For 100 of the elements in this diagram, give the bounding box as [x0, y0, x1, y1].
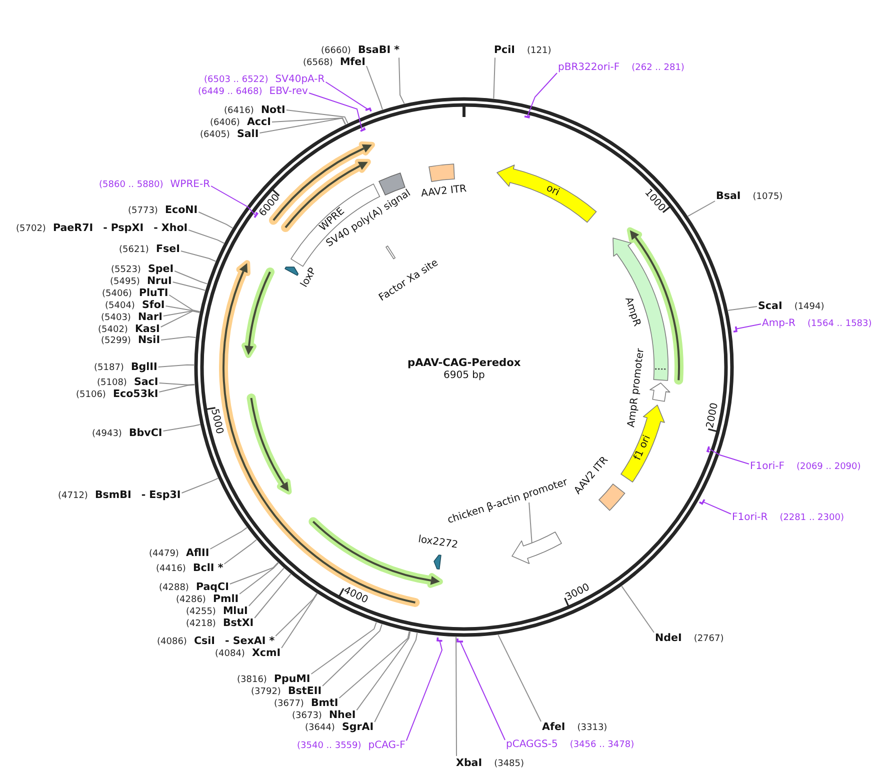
enzyme-name: SpeI [148, 262, 174, 275]
leader-line [210, 186, 256, 216]
primer-position: (3456 .. 3478) [570, 739, 634, 751]
feature-label: AmpR [622, 296, 643, 328]
cut-site-position: (6660) [321, 45, 351, 57]
cut-site-position: (3677) [274, 698, 304, 710]
cut-site-position: (3792) [251, 686, 281, 698]
cut-site-position: (121) [527, 45, 552, 58]
primer-position: (1564 .. 1583) [808, 318, 872, 330]
leader-line [254, 574, 292, 618]
scale-label: 4000 [342, 585, 370, 606]
cut-site-position: (5621) [119, 244, 149, 256]
primer-position: (262 .. 281) [632, 62, 684, 74]
enzyme-name: BmtI [310, 696, 338, 709]
leader-line [162, 424, 201, 432]
cut-site-position: (4218) [186, 618, 216, 630]
enzyme-name: AfeI [542, 720, 566, 732]
feature-band [648, 382, 670, 403]
cut-site-position: (5108) [97, 377, 127, 389]
feature-label: lox2272 [417, 534, 459, 552]
leader-line [703, 502, 732, 514]
cut-site-position: (5187) [94, 362, 124, 374]
primer-binding-mark [456, 637, 465, 644]
leader-line [526, 72, 558, 118]
leader-line [229, 562, 278, 584]
leader-line [406, 640, 443, 742]
cut-site-position: (3313) [577, 722, 608, 734]
leader-line [248, 568, 284, 606]
leader-line [310, 622, 377, 674]
primer-binding-mark [698, 498, 706, 506]
primer-position: (2281 .. 2300) [780, 512, 844, 524]
primer-name: WPRE-R [170, 179, 210, 191]
cut-site-position: (6405) [200, 128, 230, 141]
primer-binding-mark [706, 444, 711, 453]
enzyme-name: PciI [494, 44, 516, 56]
cut-site-position: (4943) [92, 428, 122, 440]
enzyme-name: PluTI [138, 286, 168, 299]
leader-line [172, 282, 206, 291]
enzyme-name: SgrAI [342, 720, 374, 733]
leader-line [160, 310, 200, 328]
primer-position: (3540 .. 3559) [297, 740, 362, 752]
feature-label: AmpR promoter [626, 348, 648, 428]
leader-line [158, 382, 196, 386]
cut-site-position: (5406) [102, 288, 132, 300]
enzyme-name: - XhoI [154, 222, 188, 234]
primer-name: pCAGGS-5 [506, 739, 558, 751]
enzyme-name: EcoNI [164, 204, 198, 216]
cut-site-position: (4288) [159, 582, 189, 594]
cut-site-position: (4084) [215, 648, 245, 660]
primer-binding-mark [358, 126, 366, 133]
enzyme-name: KasI [134, 322, 160, 335]
enzyme-name: PaqCI [196, 580, 229, 593]
primer-binding-mark [732, 325, 738, 334]
cut-site-position: (5403) [101, 312, 131, 324]
leader-line [498, 634, 542, 722]
primer-position: (6449 .. 6468) [198, 86, 262, 98]
cut-site-position: (3485) [494, 758, 524, 770]
feature-block [598, 483, 626, 512]
leader-line [165, 306, 200, 313]
enzyme-name: NarI [138, 310, 162, 323]
cut-site-position: (5702) [16, 222, 46, 235]
leader-line [281, 593, 318, 648]
cut-site-position: (6568) [303, 56, 333, 69]
enzyme-name: BsaI [716, 190, 741, 202]
leader-line [456, 636, 457, 756]
leader-line [224, 539, 257, 564]
leader-line [528, 502, 532, 544]
leader-line [356, 631, 411, 711]
leader-line [158, 384, 196, 392]
leader-line [158, 364, 194, 368]
feature-band [284, 266, 300, 277]
plasmid-length: 6905 bp [444, 369, 485, 382]
enzyme-name: BsaBI * [358, 44, 400, 56]
primer-name: Amp-R [762, 318, 796, 330]
leader-line [621, 586, 654, 633]
scale-label: 3000 [564, 582, 592, 604]
leader-line [271, 118, 346, 125]
enzyme-name: ScaI [758, 300, 782, 312]
leader-line [286, 110, 348, 124]
cut-site-position: (6416) [224, 104, 254, 116]
leader-line [366, 66, 383, 110]
leader-line [325, 82, 368, 110]
enzyme-name: XcmI [252, 646, 281, 659]
enzyme-name: MfeI [340, 56, 366, 68]
enzyme-name: - SexAI * [224, 634, 275, 646]
cut-site-position: (1075) [752, 191, 783, 204]
enzyme-name: BstXI [222, 616, 254, 629]
enzyme-name: AccI [246, 116, 271, 128]
primer-binding-mark [364, 107, 373, 113]
leader-line [188, 230, 225, 244]
primer-name: pBR322ori-F [558, 62, 620, 74]
primer-position: (6503 .. 6522) [204, 74, 268, 86]
primer-name: F1ori-F [750, 460, 784, 473]
cut-site-position: (4286) [176, 594, 206, 606]
feature-band [496, 164, 598, 224]
leader-line [180, 250, 216, 262]
leader-line [308, 92, 363, 131]
leader-line [198, 212, 234, 229]
enzyme-name: BbvCI [128, 426, 162, 439]
leader-line [322, 624, 382, 686]
